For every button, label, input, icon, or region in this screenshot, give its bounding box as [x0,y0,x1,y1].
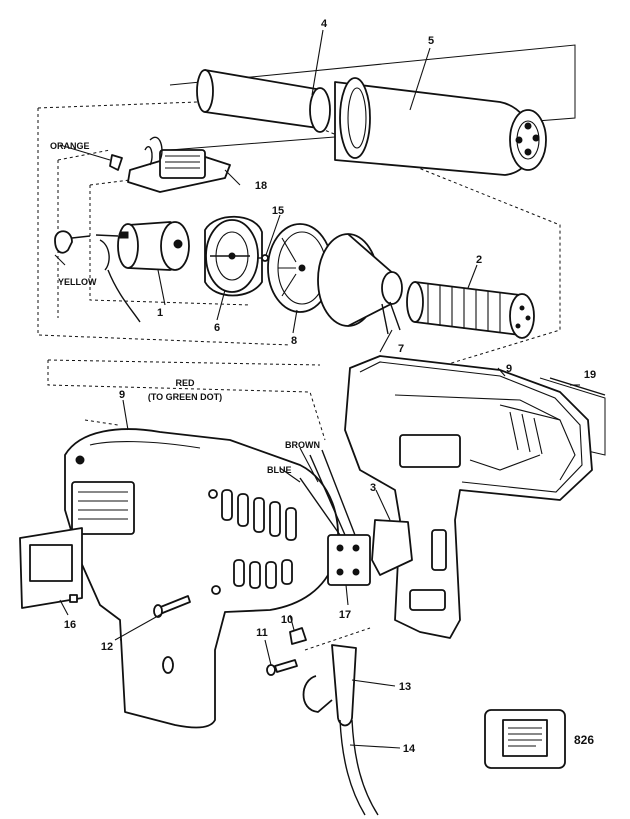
barrel-tube [334,81,547,176]
switch-block [109,136,231,193]
inner-sleeve [196,69,371,159]
part-label-6: 6 [214,322,220,334]
diagram-code: 826 [574,733,594,747]
part-label-2: 2 [476,254,482,266]
motor [95,221,190,271]
part-label-13: 13 [399,681,411,693]
wire-label-orange: ORANGE [50,141,90,151]
leader-lines [54,29,580,749]
terminal-block [299,449,371,586]
part-label-17: 17 [339,609,351,621]
part-label-15: 15 [272,205,284,217]
side-label [19,527,83,609]
part-number-labels: 1 2 3 4 5 6 7 8 9 9 10 11 12 13 14 15 16… [64,18,596,755]
part-label-14: 14 [403,743,416,755]
yellow-wire-clip [54,230,91,254]
cord-clamp [266,627,307,676]
wire-label-red-note: (TO GREEN DOT) [148,392,222,402]
left-housing-half [64,428,339,729]
part-label-8: 8 [291,335,297,347]
terminal-cover [371,519,413,576]
part-label-16: 16 [64,619,76,631]
right-housing-half [344,355,593,639]
fan-housing [204,215,263,297]
part-label-12: 12 [101,641,113,653]
part-label-1: 1 [157,307,163,319]
housing-screw [153,595,191,618]
part-label-9-lower: 9 [119,389,125,401]
part-label-5: 5 [428,35,434,47]
wire-label-brown: BROWN [285,440,320,450]
part-label-11: 11 [256,627,268,639]
part-label-19: 19 [584,369,596,381]
power-cord [339,719,379,816]
part-label-4: 4 [321,18,328,30]
wire-labels: ORANGE YELLOW RED (TO GREEN DOT) BROWN B… [50,141,320,475]
heater-cone [317,233,403,335]
wire-label-red: RED [175,378,195,388]
heating-element [406,281,535,339]
part-label-10: 10 [281,614,293,626]
red-wire [107,269,141,323]
part-label-7: 7 [398,343,404,355]
wire-label-yellow: YELLOW [58,277,97,287]
wire-label-blue: BLUE [267,465,292,475]
part-label-3: 3 [370,482,376,494]
part-label-9-upper: 9 [506,363,512,375]
rating-plate [549,377,606,396]
reference-card [484,709,566,769]
cord-protector [302,644,357,727]
part-label-18: 18 [255,180,267,192]
